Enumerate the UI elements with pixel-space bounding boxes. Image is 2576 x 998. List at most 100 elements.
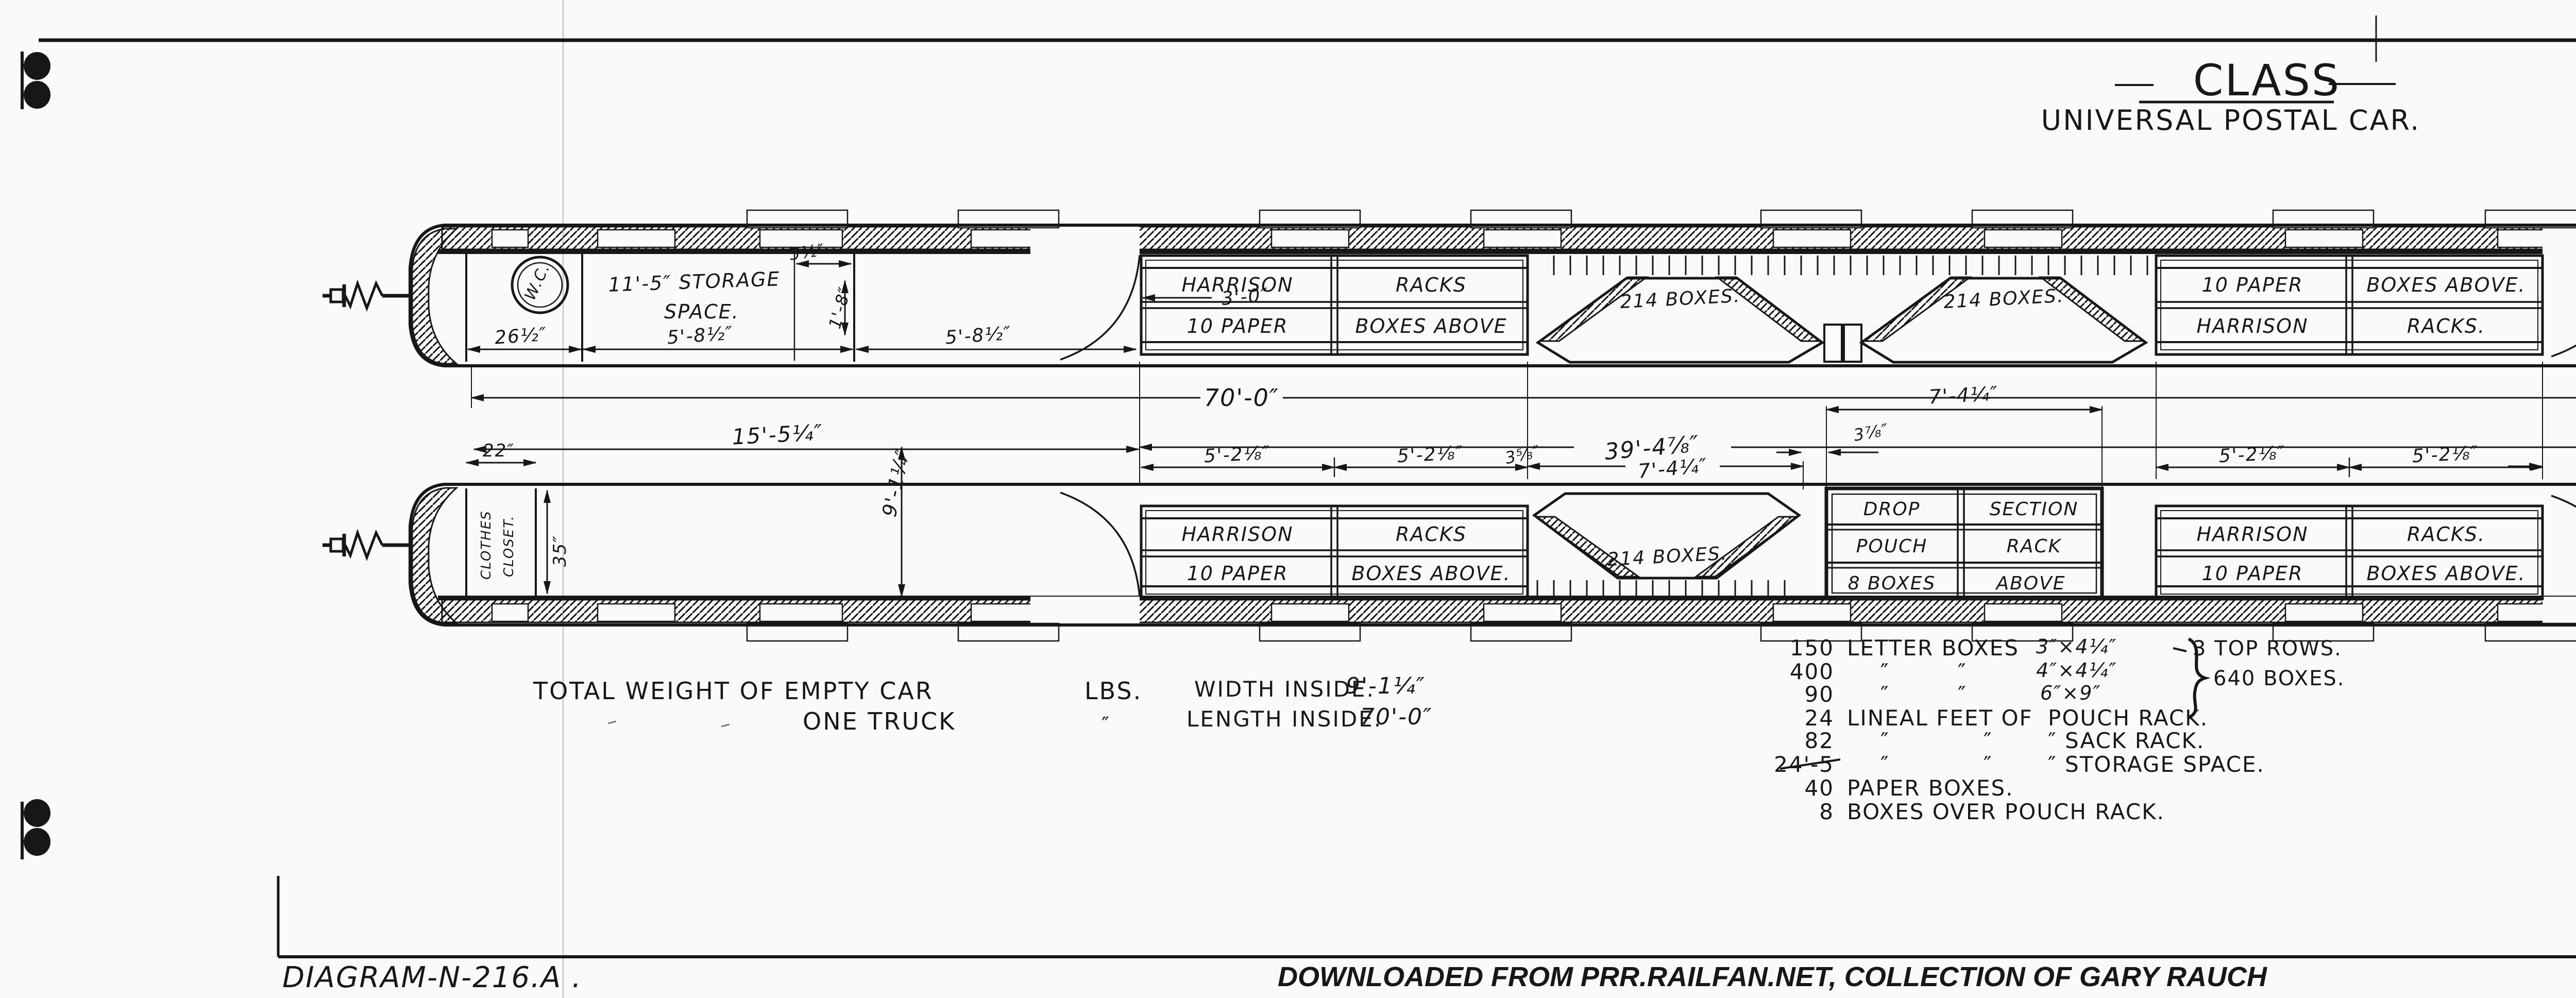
clothes-closet: CLOTHES CLOSET. 22″ 35″ xyxy=(465,441,570,595)
note-qty: 150 xyxy=(1790,635,1834,661)
rack-label: RACKS xyxy=(1396,274,1467,296)
car-name: UNIVERSAL POSTAL CAR. xyxy=(2041,104,2421,137)
rack-label: HARRISON xyxy=(2196,523,2308,546)
door-arc-bottom-left xyxy=(1060,492,1141,597)
note-item: ″ SACK RACK. xyxy=(2048,728,2205,753)
drop-section: DROP SECTION POUCH RACK 8 BOXES ABOVE xyxy=(1824,486,2104,601)
boxes-label: 214 BOXES. xyxy=(1943,285,2065,313)
bottom-plan-view: CLOTHES CLOSET. 22″ 35″ HARRISON RACKS 1… xyxy=(323,441,2576,642)
rack-top-left: HARRISON RACKS 10 PAPER BOXES ABOVE xyxy=(1140,254,1529,356)
left-end-wall xyxy=(411,487,459,624)
weight-line1: TOTAL WEIGHT OF EMPTY CAR xyxy=(533,677,934,705)
length-inside-label: LENGTH INSIDE. xyxy=(1187,706,1382,732)
rack-label: 10 PAPER xyxy=(2202,562,2303,585)
left-end-wall xyxy=(411,228,459,365)
equipment-notes: 150 LETTER BOXES 3″×4¼″ 400 ″ ″ 4″×4¼″ 9… xyxy=(1774,635,2345,824)
dim-1-8: 1'-8″ xyxy=(825,284,855,331)
weight-line2: ONE TRUCK xyxy=(803,707,956,735)
sheet-borders xyxy=(39,0,2576,998)
note-ditto: ″ xyxy=(1880,659,1890,684)
weight-lbs: LBS. xyxy=(1084,677,1142,705)
width-inside-value: 9'-1¼″ xyxy=(1346,673,1426,699)
dim-5-8half: 5'-8½″ xyxy=(944,323,1012,349)
rack-label: BOXES ABOVE xyxy=(1355,315,1507,337)
drop-label: 8 BOXES xyxy=(1848,573,1936,594)
drop-label: SECTION xyxy=(1990,499,2079,520)
top-view-windows xyxy=(491,227,2576,256)
note-brace-mid: 640 BOXES. xyxy=(2213,667,2345,690)
note-qty: 8 xyxy=(1819,799,1834,824)
class-label: CLASS xyxy=(2193,55,2341,106)
note-qty: 40 xyxy=(1805,775,1834,801)
drop-label: ABOVE xyxy=(1995,573,2065,594)
note-ditto: ″ xyxy=(1958,682,1967,707)
rack-label: BOXES ABOVE. xyxy=(2366,562,2526,585)
coupler-top-left xyxy=(323,283,412,308)
rack-label: 10 PAPER xyxy=(1187,315,1289,337)
storage-label-top-1: 11'-5″ STORAGE xyxy=(608,267,781,296)
dim-70-0: 70'-0″ xyxy=(1204,384,1279,412)
door-arc-top-right xyxy=(2551,344,2576,358)
rack-label: BOXES ABOVE. xyxy=(2366,274,2526,296)
note-item: BOXES OVER POUCH RACK. xyxy=(1847,799,2165,824)
rack-label: RACKS. xyxy=(2407,523,2485,546)
rack-label: RACKS. xyxy=(2407,315,2485,337)
letter-box-zone-bottom: 214 BOXES. xyxy=(1531,492,1802,599)
note-size: 6″×9″ xyxy=(2040,682,2102,704)
rack-bottom-right: HARRISON RACKS. 10 PAPER BOXES ABOVE. xyxy=(2155,504,2544,600)
rack-label: 10 PAPER xyxy=(1187,562,1289,585)
letter-box-zone-top: 214 BOXES. 214 BOXES. xyxy=(1535,256,2154,364)
note-qty: 82 xyxy=(1805,728,1834,753)
note-qty: 400 xyxy=(1790,659,1834,684)
dim-5-2eighth: 5'-2⅛″ xyxy=(1204,443,1271,467)
note-ditto: ″ xyxy=(1958,659,1967,684)
notes-brace xyxy=(2187,637,2211,720)
length-inside-value: 70'-0″ xyxy=(1360,704,1432,730)
dim-3-78: 3⅞″ xyxy=(1852,419,1891,445)
note-item: ″ STORAGE SPACE. xyxy=(2048,752,2265,777)
note-qty: 90 xyxy=(1805,682,1834,707)
drop-label: DROP xyxy=(1863,499,1921,520)
note-size: 4″×4¼″ xyxy=(2036,659,2117,682)
rack-label: 10 PAPER xyxy=(2202,274,2303,296)
rack-label: BOXES ABOVE. xyxy=(1351,562,1511,585)
note-item: POUCH RACK. xyxy=(2048,705,2208,731)
boxes-label: 214 BOXES. xyxy=(1620,285,1741,313)
dim-26half: 26½″ xyxy=(494,324,548,349)
dim-5-2eighth: 5'-2⅛″ xyxy=(2412,443,2479,467)
top-plan-view: W.C. 11'-5″ STORAGE SPACE. HARRISON RACK… xyxy=(323,209,2576,367)
watermark-credit: DOWNLOADED FROM PRR.RAILFAN.NET, COLLECT… xyxy=(1278,961,2267,992)
drop-label: RACK xyxy=(2007,536,2062,557)
weight-ditto: ″ xyxy=(1101,713,1110,737)
note-qty: 24 xyxy=(1805,705,1834,731)
wc-label: W.C. xyxy=(521,260,554,303)
drop-label: POUCH xyxy=(1856,536,1928,557)
bottom-view-windows xyxy=(491,597,2576,624)
note-ditto: ″ xyxy=(1880,728,1890,753)
dim-15-5quarter: 15'-5¼″ xyxy=(731,419,824,449)
top-view-dimensions: 26½″ 5'-8½″ 5'-8½″ 5½″ 1'-8″ 3'-0″ 15″ xyxy=(467,240,1270,353)
note-brace-top: 3 TOP ROWS. xyxy=(2193,637,2342,661)
punch-hole-marks xyxy=(21,52,50,859)
dim-22in: 22″ xyxy=(483,441,515,461)
inside-dimensions-block: WIDTH INSIDE. 9'-1¼″ LENGTH INSIDE. 70'-… xyxy=(1187,673,1432,732)
diagram-number: DIAGRAM-N-216.A . xyxy=(282,961,582,994)
dim-5-2eighth: 5'-2⅛″ xyxy=(2218,443,2286,467)
rack-top-right: 10 PAPER BOXES ABOVE. HARRISON RACKS. xyxy=(2155,254,2544,356)
door-arc-bottom-right xyxy=(2551,495,2576,508)
note-ditto: ″ xyxy=(1984,752,1993,777)
coupler-bottom-left xyxy=(323,533,412,557)
dim-width-inside-l: 9'-1¼″ xyxy=(878,446,914,519)
note-item: PAPER BOXES. xyxy=(1847,775,2014,801)
rack-label: HARRISON xyxy=(1181,274,1293,296)
closet-label-1: CLOTHES xyxy=(479,510,494,580)
overall-dimensions: 70'-0″ 15'-5¼″ 39'-4⅞″ 15'-1¾″ 7'-4¼″ 3⅝… xyxy=(470,362,2576,598)
width-inside-label: WIDTH INSIDE. xyxy=(1194,676,1375,702)
dim-3-0: 3'-0″ xyxy=(1221,284,1269,310)
door-arc-top-left xyxy=(1060,255,1141,361)
rack-bottom-left: HARRISON RACKS 10 PAPER BOXES ABOVE. xyxy=(1140,504,1529,600)
note-ditto: ″ xyxy=(1880,682,1890,707)
note-size: 3″×4¼″ xyxy=(2036,635,2117,658)
rack-label: HARRISON xyxy=(2196,315,2308,337)
